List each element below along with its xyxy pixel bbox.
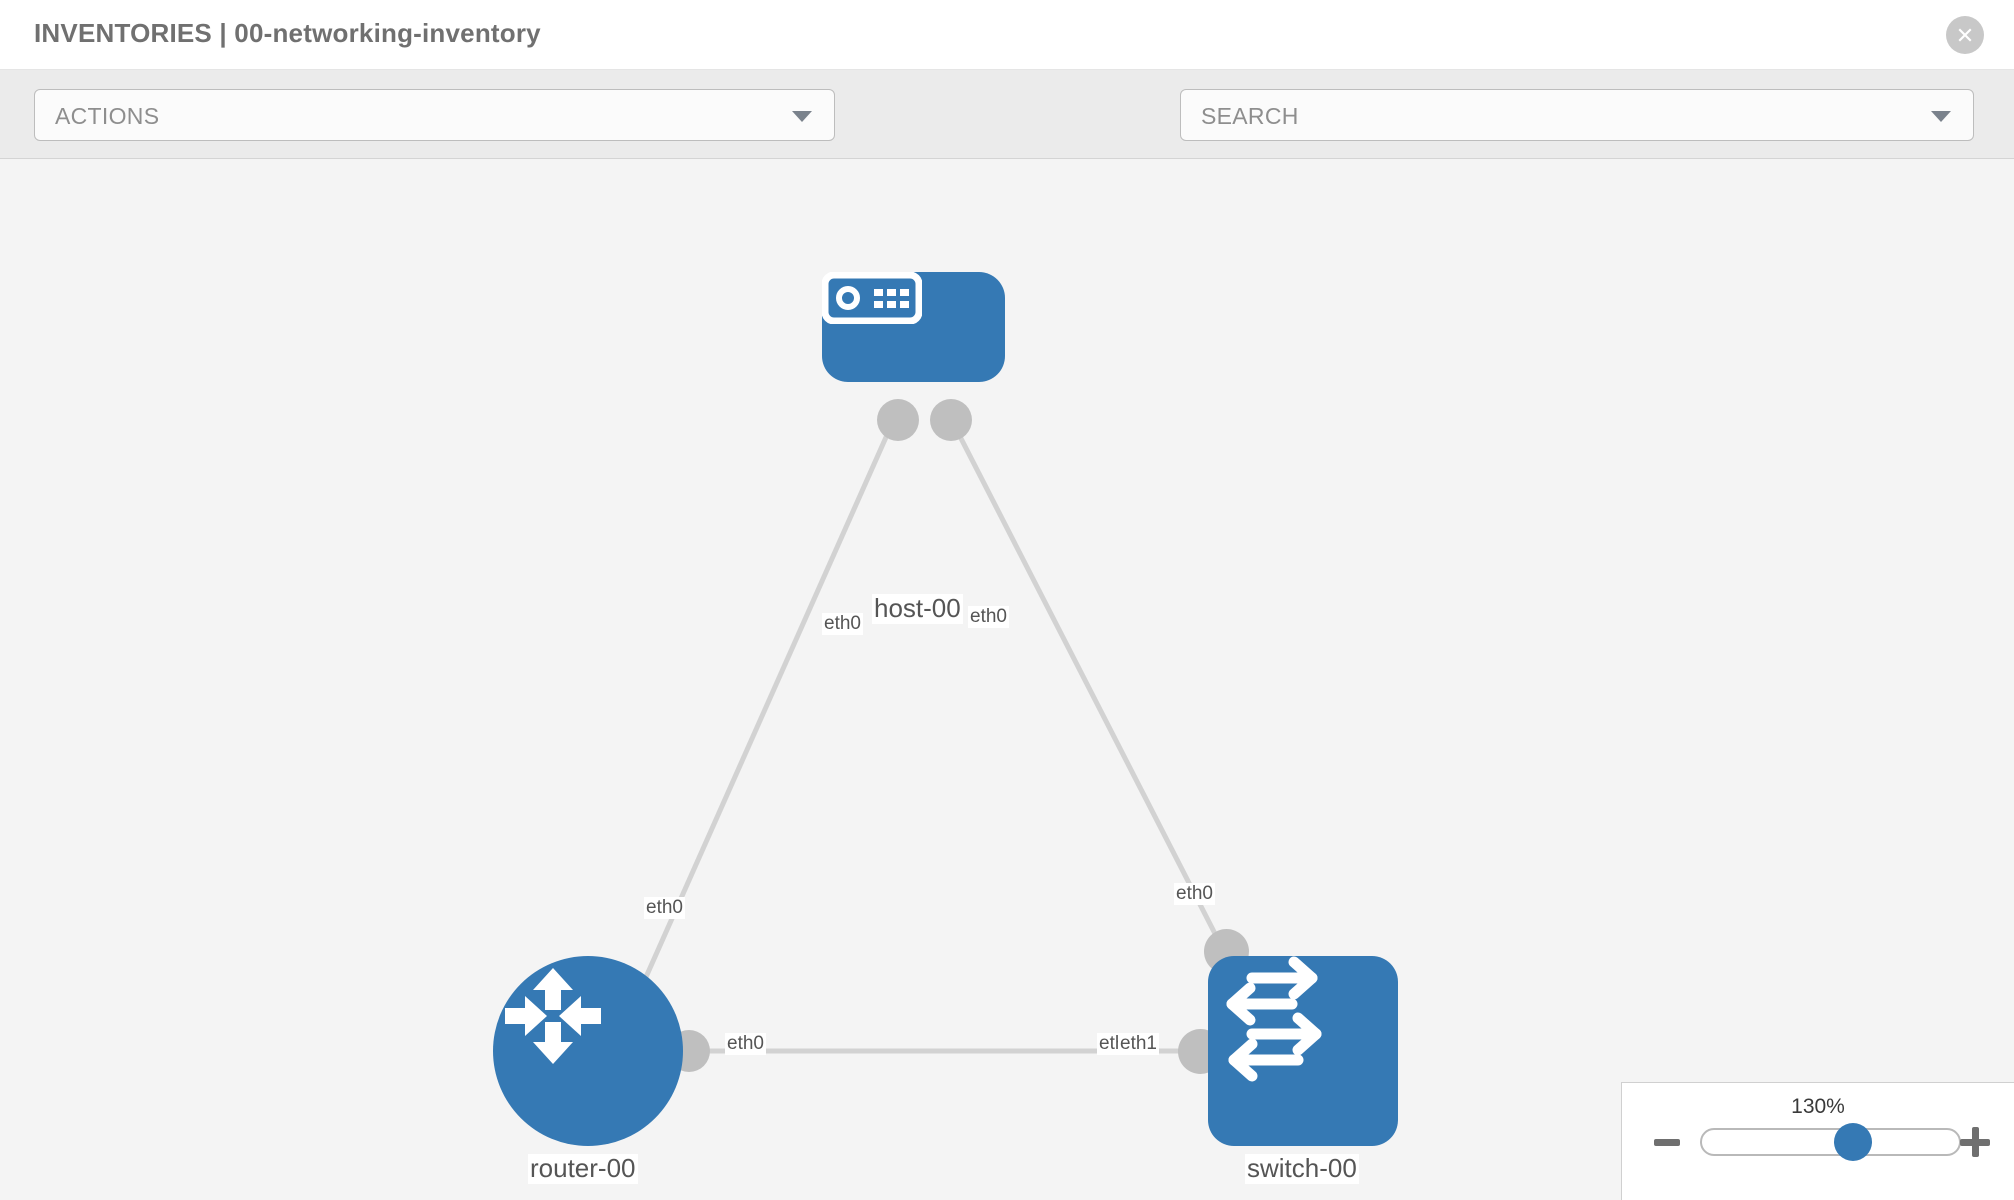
iface-label-switch00-to-router00: eth1 xyxy=(1118,1033,1159,1055)
iface-label-switch00-from-host00: eth0 xyxy=(1174,883,1215,905)
search-input[interactable]: SEARCH xyxy=(1180,89,1974,141)
close-icon[interactable] xyxy=(1946,16,1984,54)
toolbar: ACTIONS SEARCH xyxy=(0,70,2014,199)
iface-label-host00-to-router00: eth0 xyxy=(822,613,863,635)
zoom-level-value: 130% xyxy=(1791,1095,1845,1118)
search-placeholder: SEARCH xyxy=(1201,103,1299,129)
zoom-control-panel: 130% xyxy=(1621,1082,2014,1200)
zoom-slider-track[interactable] xyxy=(1700,1128,1961,1156)
page-title: INVENTORIES | 00-networking-inventory xyxy=(34,18,541,48)
page-header: INVENTORIES | 00-networking-inventory xyxy=(0,0,2014,70)
switch-arrows-icon xyxy=(1226,956,1322,1082)
node-label-router-00: router-00 xyxy=(528,1153,638,1184)
edge-host00-switch00 xyxy=(947,415,1231,961)
node-router-00[interactable] xyxy=(493,956,683,1146)
edge-host00-router00 xyxy=(619,415,898,1033)
chevron-down-icon xyxy=(1931,111,1951,122)
minus-icon[interactable] xyxy=(1654,1139,1680,1146)
topology-edges xyxy=(619,415,1231,1054)
server-icon xyxy=(822,272,922,324)
iface-label-router00-from-host00: eth0 xyxy=(644,897,685,919)
zoom-slider-handle[interactable] xyxy=(1833,1123,1872,1161)
plus-icon[interactable] xyxy=(1960,1127,1990,1157)
iface-label-host00-to-switch00: eth0 xyxy=(968,606,1009,628)
iface-label-router00-to-switch00: eth0 xyxy=(725,1033,766,1055)
anchor-host00-left xyxy=(877,399,919,441)
actions-dropdown-label: ACTIONS xyxy=(55,103,160,129)
node-label-host-00: host-00 xyxy=(872,593,963,624)
node-host-00[interactable] xyxy=(822,272,1005,382)
node-switch-00[interactable] xyxy=(1208,956,1398,1146)
node-label-switch-00: switch-00 xyxy=(1245,1153,1359,1184)
anchor-host00-right xyxy=(930,399,972,441)
chevron-down-icon xyxy=(792,111,812,122)
topology-canvas[interactable]: host-00 router-00 xyxy=(0,159,2014,1200)
router-arrows-icon xyxy=(505,968,601,1064)
actions-dropdown[interactable]: ACTIONS xyxy=(34,89,835,141)
